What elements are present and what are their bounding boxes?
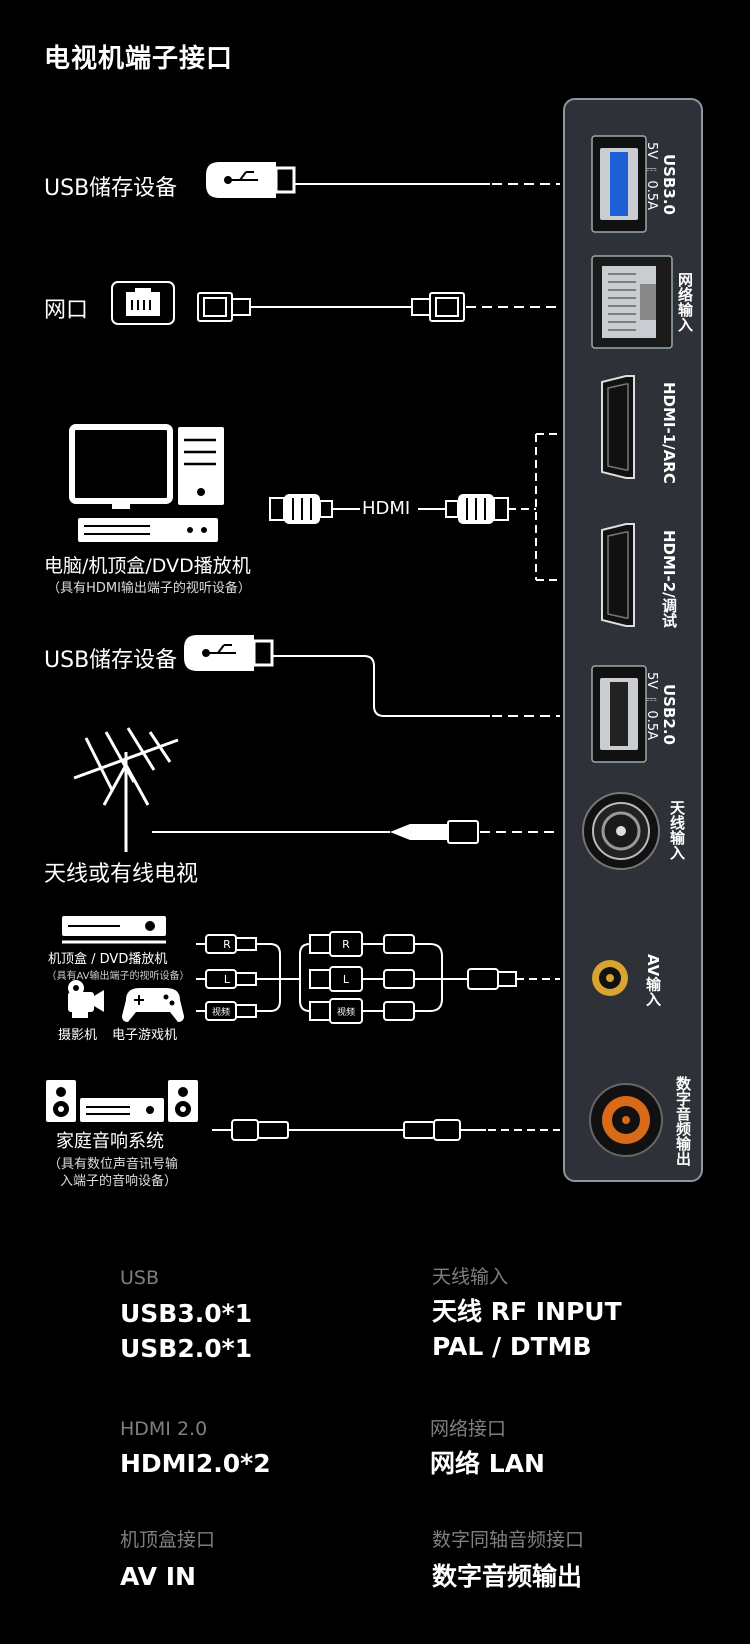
rca-l-label-1: L bbox=[224, 973, 231, 986]
av-plug-icon bbox=[467, 968, 517, 990]
label-stb: 机顶盒 / DVD播放机 bbox=[48, 952, 168, 967]
hdmi-plug-right-icon bbox=[445, 494, 509, 524]
hdmi1-port-icon bbox=[601, 375, 635, 479]
label-computer-note: （具有HDMI输出端子的视听设备） bbox=[47, 581, 251, 596]
port-label-optical: 数字音频输出 bbox=[674, 1076, 692, 1166]
port-label-usb2: USB2.0 bbox=[660, 684, 678, 745]
gamepad-icon bbox=[122, 988, 184, 1022]
rca-video-label-1: 视频 bbox=[212, 1006, 230, 1018]
hdmi-plug-left-icon bbox=[269, 494, 333, 524]
hdmi2-port-icon bbox=[601, 523, 635, 627]
label-stb-note: （具有AV输出端子的视听设备） bbox=[46, 971, 190, 982]
label-audio-note-2: 入端子的音响设备） bbox=[60, 1174, 178, 1189]
spec-stb-heading: 机顶盒接口 bbox=[120, 1529, 216, 1551]
amplifier-icon bbox=[80, 1098, 164, 1122]
coax-audio-plug-right-icon bbox=[403, 1119, 461, 1141]
label-usb-bottom: USB储存设备 bbox=[44, 648, 178, 673]
spec-antenna-line2: PAL / DTMB bbox=[432, 1332, 592, 1361]
speaker-icon-right bbox=[168, 1080, 198, 1122]
rca-r-label-1: R bbox=[223, 938, 231, 951]
label-lan: 网口 bbox=[44, 298, 89, 323]
lan-socket-icon bbox=[111, 281, 175, 325]
antenna-icon bbox=[73, 727, 179, 852]
rca-plugs-right bbox=[376, 934, 415, 1021]
label-usb-top: USB储存设备 bbox=[44, 176, 178, 201]
spec-usb-line2: USB2.0*1 bbox=[120, 1334, 253, 1363]
spec-hdmi-heading: HDMI 2.0 bbox=[120, 1418, 208, 1440]
port-label-lan: 网络输入 bbox=[676, 272, 694, 332]
label-camera: 摄影机 bbox=[58, 1028, 98, 1043]
spec-antenna-heading: 天线输入 bbox=[432, 1266, 509, 1288]
rca-plugs-middle bbox=[309, 931, 376, 1024]
rca-video-label-2: 视频 bbox=[337, 1006, 355, 1018]
antenna-port-icon bbox=[582, 792, 660, 870]
rca-plugs-left bbox=[196, 934, 257, 1021]
label-game: 电子游戏机 bbox=[112, 1028, 178, 1043]
spec-network-line1: 网络 LAN bbox=[430, 1449, 545, 1478]
rca-r-label-2: R bbox=[342, 938, 350, 951]
spec-stb-line1: AV IN bbox=[120, 1562, 196, 1591]
usb2-port-icon bbox=[591, 665, 647, 763]
rj45-plug-right-icon bbox=[411, 292, 465, 322]
av-port-icon bbox=[592, 960, 628, 996]
usb-plug-bottom-icon bbox=[184, 635, 274, 671]
spec-usb-line1: USB3.0*1 bbox=[120, 1299, 253, 1328]
coax-plug-icon bbox=[390, 820, 479, 844]
spec-usb-heading: USB bbox=[120, 1267, 160, 1289]
port-label-antenna: 天线输入 bbox=[668, 800, 686, 860]
label-antenna: 天线或有线电视 bbox=[44, 862, 199, 887]
port-label-usb3-spec: 5V ⎓ 0.5A bbox=[644, 142, 659, 210]
speaker-icon-left bbox=[46, 1080, 76, 1122]
spec-hdmi-line1: HDMI2.0*2 bbox=[120, 1449, 271, 1478]
usb-plug-top-icon bbox=[206, 162, 296, 198]
camcorder-icon bbox=[68, 980, 104, 1018]
page-title: 电视机端子接口 bbox=[44, 44, 234, 74]
connection-diagram: R L 视频 R L 视频 bbox=[46, 135, 673, 1157]
spec-antenna-line1: 天线 RF INPUT bbox=[432, 1297, 622, 1326]
port-label-hdmi1: HDMI-1/ARC bbox=[660, 382, 678, 484]
spec-digital-line1: 数字音频输出 bbox=[432, 1562, 583, 1591]
coax-audio-plug-left-icon bbox=[231, 1119, 289, 1141]
digital-audio-port-icon bbox=[589, 1083, 663, 1157]
port-label-av: AV输入 bbox=[644, 954, 662, 1007]
label-computer: 电脑/机顶盒/DVD播放机 bbox=[44, 555, 251, 577]
usb3-port-icon bbox=[591, 135, 647, 233]
port-label-usb3: USB3.0 bbox=[660, 154, 678, 215]
computer-icon bbox=[69, 424, 224, 542]
port-label-hdmi2: HDMI-2/调试 bbox=[660, 530, 678, 628]
rj45-plug-left-icon bbox=[197, 292, 251, 322]
spec-digital-heading: 数字同轴音频接口 bbox=[432, 1529, 585, 1551]
label-audio-note-1: （具有数位声音讯号输 bbox=[48, 1157, 179, 1172]
rca-l-label-2: L bbox=[343, 973, 350, 986]
lan-port-icon bbox=[591, 255, 673, 349]
spec-network-heading: 网络接口 bbox=[430, 1418, 507, 1440]
label-audio: 家庭音响系统 bbox=[56, 1131, 164, 1152]
label-hdmi-cable: HDMI bbox=[362, 498, 411, 519]
port-label-usb2-spec: 5V ⎓ 0.5A bbox=[644, 672, 659, 740]
set-top-box-icon bbox=[62, 916, 166, 944]
